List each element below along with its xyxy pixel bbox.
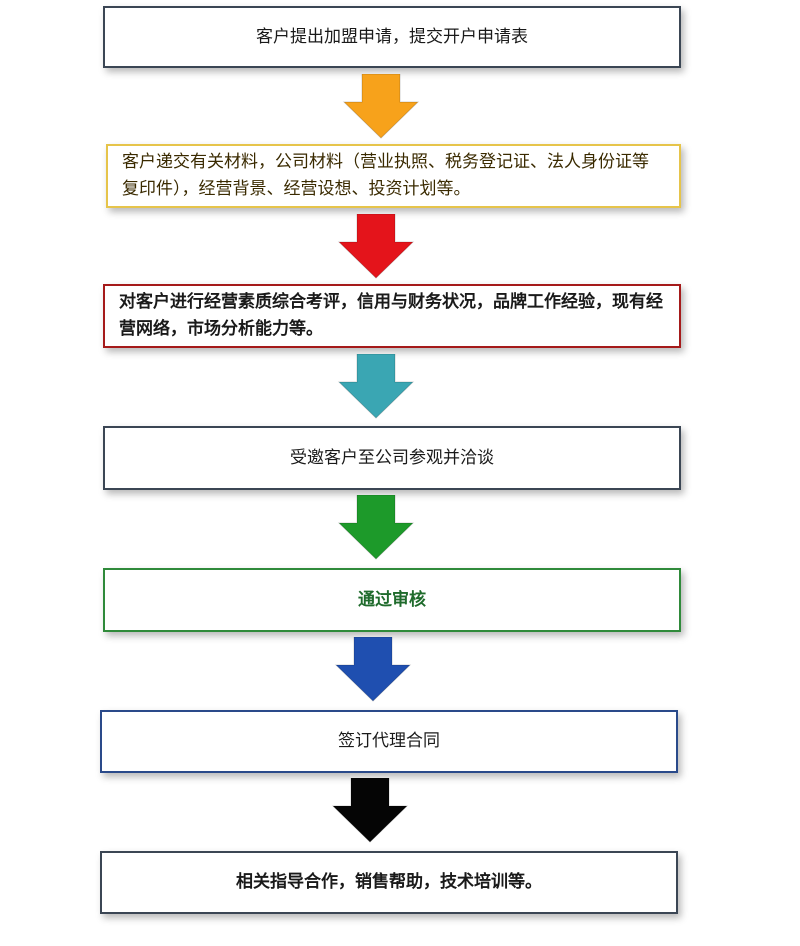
down-arrow-2-icon <box>337 214 415 279</box>
down-arrow-1-icon <box>342 74 420 139</box>
step-2-text: 客户递交有关材料，公司材料（营业执照、税务登记证、法人身份证等复印件），经营背景… <box>122 152 649 199</box>
down-arrow-3-shape <box>337 354 415 419</box>
step-1-box: 客户提出加盟申请，提交开户申请表 <box>103 6 681 68</box>
down-arrow-3-icon <box>337 354 415 419</box>
step-4-box: 受邀客户至公司参观并洽谈 <box>103 426 681 490</box>
down-arrow-5-icon <box>334 637 412 702</box>
down-arrow-4-shape <box>337 495 415 560</box>
down-arrow-2-shape <box>337 214 415 279</box>
step-3-box: 对客户进行经营素质综合考评，信用与财务状况，品牌工作经验，现有经营网络，市场分析… <box>103 284 681 348</box>
down-arrow-6-icon <box>331 778 409 843</box>
down-arrow-4-icon <box>337 495 415 560</box>
step-1-text: 客户提出加盟申请，提交开户申请表 <box>256 26 528 47</box>
down-arrow-1-shape <box>342 74 420 139</box>
step-3-text: 对客户进行经营素质综合考评，信用与财务状况，品牌工作经验，现有经营网络，市场分析… <box>119 292 663 339</box>
step-2-box: 客户递交有关材料，公司材料（营业执照、税务登记证、法人身份证等复印件），经营背景… <box>106 144 681 208</box>
step-7-text: 相关指导合作，销售帮助，技术培训等。 <box>236 872 542 892</box>
step-5-text: 通过审核 <box>358 589 426 610</box>
down-arrow-5-shape <box>334 637 412 702</box>
step-6-box: 签订代理合同 <box>100 710 678 773</box>
step-4-text: 受邀客户至公司参观并洽谈 <box>290 447 494 468</box>
step-6-text: 签订代理合同 <box>338 731 440 751</box>
step-5-box: 通过审核 <box>103 568 681 632</box>
down-arrow-6-shape <box>331 778 409 843</box>
step-7-box: 相关指导合作，销售帮助，技术培训等。 <box>100 851 678 914</box>
